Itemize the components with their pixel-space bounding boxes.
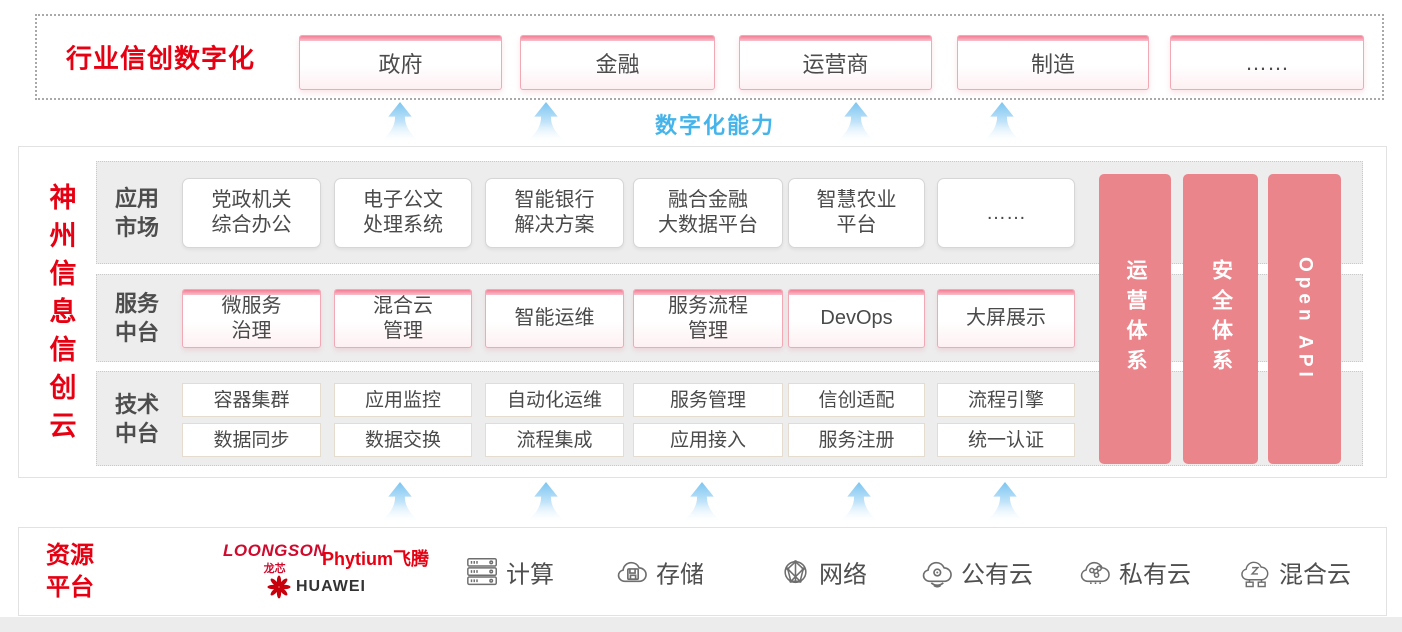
phytium-logo: Phytium飞腾 <box>322 549 430 569</box>
app-box-smart-banking: 智能银行解决方案 <box>485 178 624 248</box>
tech-box-data-sync: 数据同步 <box>182 423 321 457</box>
industry-digitalization-section: 行业信创数字化 政府 金融 运营商 制造 …… <box>35 14 1384 100</box>
tech-box-app-access: 应用接入 <box>633 423 783 457</box>
app-box-party-gov-office: 党政机关综合办公 <box>182 178 321 248</box>
resource-public-cloud: 公有云 <box>921 554 1033 589</box>
hybrid-cloud-icon <box>1241 561 1269 587</box>
tech-box-unified-auth: 统一认证 <box>937 423 1075 457</box>
up-arrow-icon <box>834 102 878 143</box>
svc-box-service-process-mgmt: 服务流程管理 <box>633 289 783 348</box>
digital-capability-label: 数字化能力 <box>654 113 775 138</box>
platform-vertical-title: 神 州 信 息 信 创 云 <box>49 183 77 441</box>
industry-box-government: 政府 <box>299 35 502 90</box>
resource-platform-section: 资源 平台 LOONGSON 龙芯 Phytium飞腾 HUA <box>18 527 1387 616</box>
tech-box-process-integration: 流程集成 <box>485 423 624 457</box>
svc-box-intelligent-ops: 智能运维 <box>485 289 624 348</box>
huawei-logo: HUAWEI <box>267 575 366 599</box>
up-arrow-icon <box>980 102 1024 143</box>
loongson-logo: LOONGSON 龙芯 <box>223 541 327 575</box>
industry-box-more: …… <box>1170 35 1364 90</box>
pillar-open-api: Open API <box>1268 174 1341 464</box>
server-icon <box>467 557 497 585</box>
tech-box-xinchuang-adaptation: 信创适配 <box>788 383 925 417</box>
up-arrow-icon <box>524 102 568 143</box>
resource-private-cloud: 私有云 <box>1079 554 1191 589</box>
resource-platform-title: 资源 平台 <box>46 541 94 601</box>
up-arrow-icon <box>983 482 1027 523</box>
resource-hybrid-cloud: 混合云 <box>1239 554 1351 589</box>
private-cloud-icon <box>1080 561 1110 585</box>
app-box-more: …… <box>937 178 1075 248</box>
tech-platform-label: 技术 中台 <box>115 391 160 446</box>
industry-box-telecom: 运营商 <box>739 35 932 90</box>
up-arrow-icon <box>378 482 422 523</box>
tech-box-automated-ops: 自动化运维 <box>485 383 624 417</box>
up-arrow-icon <box>378 102 422 143</box>
tech-box-data-exchange: 数据交换 <box>334 423 472 457</box>
tech-box-app-monitoring: 应用监控 <box>334 383 472 417</box>
tech-box-service-registry: 服务注册 <box>788 423 925 457</box>
svc-box-devops: DevOps <box>788 289 925 348</box>
industry-box-manufacturing: 制造 <box>957 35 1149 90</box>
tech-box-service-mgmt: 服务管理 <box>633 383 783 417</box>
app-box-e-document-system: 电子公文处理系统 <box>334 178 472 248</box>
up-arrow-icon <box>837 482 881 523</box>
industry-section-title: 行业信创数字化 <box>66 43 256 74</box>
app-market-label: 应用 市场 <box>115 185 160 240</box>
app-box-smart-agriculture: 智慧农业平台 <box>788 178 925 248</box>
huawei-flower-icon <box>267 575 291 599</box>
svc-box-hybrid-cloud-mgmt: 混合云管理 <box>334 289 472 348</box>
public-cloud-icon <box>922 561 952 587</box>
tech-box-process-engine: 流程引擎 <box>937 383 1075 417</box>
svc-box-microservice-governance: 微服务治理 <box>182 289 321 348</box>
industry-box-finance: 金融 <box>520 35 715 90</box>
service-platform-label: 服务 中台 <box>115 291 160 345</box>
pillar-security-system: 安全体系 <box>1183 174 1258 464</box>
service-platform-row: 服务 中台 微服务治理 混合云管理 智能运维 服务流程管理 DevOps 大屏展… <box>96 274 1363 362</box>
app-box-finance-bigdata: 融合金融大数据平台 <box>633 178 783 248</box>
svc-box-big-screen-display: 大屏展示 <box>937 289 1075 348</box>
cloud-platform-panel: 神 州 信 息 信 创 云 应用 市场 党政机关综合办公 电子公文处理系统 智能… <box>18 146 1387 478</box>
resource-compute: 计算 <box>466 554 554 589</box>
resource-network: 网络 <box>779 554 867 589</box>
network-globe-icon <box>784 559 807 583</box>
pillar-operation-system: 运营体系 <box>1099 174 1171 464</box>
page-bottom-strip <box>0 617 1402 632</box>
storage-cloud-icon <box>617 561 647 582</box>
app-market-row: 应用 市场 党政机关综合办公 电子公文处理系统 智能银行解决方案 融合金融大数据… <box>96 161 1363 264</box>
up-arrow-icon <box>680 482 724 523</box>
resource-storage: 存储 <box>616 554 704 589</box>
tech-platform-row: 技术 中台 容器集群 应用监控 自动化运维 服务管理 信创适配 流程引擎 数据同… <box>96 371 1363 466</box>
tech-box-container-cluster: 容器集群 <box>182 383 321 417</box>
up-arrow-icon <box>524 482 568 523</box>
